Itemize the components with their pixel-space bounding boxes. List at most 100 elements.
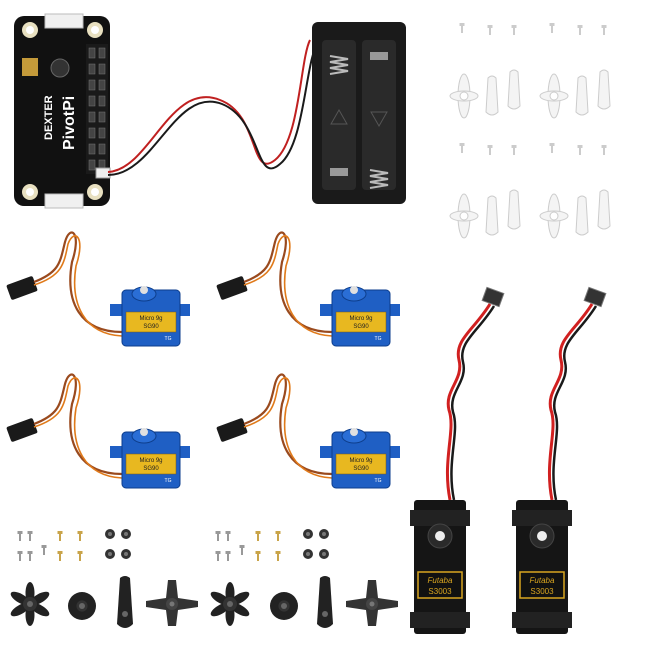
power-connector <box>95 167 111 179</box>
servo-label-model: Micro 9g <box>349 458 372 464</box>
servo-body <box>516 500 568 634</box>
servo-connector <box>481 286 505 308</box>
servo-shaft <box>140 286 148 294</box>
white-single-arm-horn <box>597 189 611 230</box>
screw <box>277 554 279 561</box>
battery-arrow-icon <box>370 111 388 128</box>
servo-label-brand: TG <box>165 336 172 342</box>
servo-shaft <box>350 286 358 294</box>
servo-mount-tab <box>410 612 470 628</box>
cross-horn <box>146 580 198 626</box>
screw <box>487 145 493 148</box>
star-horn <box>210 582 250 626</box>
white-double-arm-horn <box>449 73 479 119</box>
screw <box>601 145 607 148</box>
servo-connector <box>583 286 607 308</box>
screw <box>17 551 23 554</box>
servo-label-model: Micro 9g <box>349 316 372 322</box>
servo-body <box>414 500 466 634</box>
screw <box>59 554 61 561</box>
servo-shaft <box>350 428 358 436</box>
screw <box>255 531 261 534</box>
servo-connector <box>6 276 38 300</box>
screw <box>551 146 553 153</box>
screw <box>579 28 581 35</box>
screw <box>43 548 45 555</box>
servo-connector <box>6 418 38 442</box>
servo-label-brand: TG <box>165 478 172 484</box>
screw <box>215 531 221 534</box>
servo-brand-text: Futaba <box>530 576 555 585</box>
bar-horn <box>317 576 333 628</box>
battery-terminal <box>330 168 348 176</box>
servo-wire <box>33 373 123 476</box>
servo-label-code: SG90 <box>353 324 369 330</box>
screw <box>227 554 229 561</box>
screw <box>77 551 83 554</box>
screw <box>577 145 583 148</box>
screw <box>603 148 605 155</box>
servo-wire <box>450 305 496 501</box>
screw <box>255 551 261 554</box>
screw <box>27 531 33 534</box>
screw <box>29 554 31 561</box>
white-single-arm-horn <box>485 75 499 116</box>
white-single-arm-horn <box>575 75 589 116</box>
header-pin <box>88 159 96 171</box>
screw <box>601 25 607 28</box>
screw <box>241 548 243 555</box>
screw <box>577 25 583 28</box>
screw <box>59 534 61 541</box>
servo-shaft <box>537 531 547 541</box>
screw <box>579 148 581 155</box>
screw <box>217 534 219 541</box>
header-pin <box>88 47 96 59</box>
servo-label-plate <box>519 571 565 599</box>
white-double-arm-horn <box>539 193 569 239</box>
header-pin <box>98 95 106 107</box>
screw <box>225 551 231 554</box>
screw <box>487 25 493 28</box>
screw <box>275 531 281 534</box>
servo-label-model: Micro 9g <box>139 316 162 322</box>
header-pin <box>88 79 96 91</box>
screw <box>57 531 63 534</box>
screw <box>459 23 465 26</box>
servo-label-code: SG90 <box>143 324 159 330</box>
header-pin <box>98 79 106 91</box>
screw <box>461 146 463 153</box>
screw <box>459 143 465 146</box>
servo-connector <box>216 418 248 442</box>
screw <box>257 534 259 541</box>
star-horn <box>10 582 50 626</box>
white-single-arm-horn <box>575 195 589 236</box>
servo-sticker <box>335 453 387 475</box>
servo-label-brand: TG <box>375 478 382 484</box>
servo-model-text: S3003 <box>530 587 554 596</box>
servo-brand-text: Futaba <box>428 576 453 585</box>
disc-horn <box>68 592 96 620</box>
screw <box>603 28 605 35</box>
screw <box>215 551 221 554</box>
header-pin <box>98 127 106 139</box>
servo-label-code: SG90 <box>353 466 369 472</box>
servo-label-model: Micro 9g <box>139 458 162 464</box>
servo-mount-tab <box>512 612 572 628</box>
header-pin <box>88 63 96 75</box>
screw <box>513 148 515 155</box>
white-double-arm-horn <box>449 193 479 239</box>
servo-wire <box>243 231 333 334</box>
screw <box>225 531 231 534</box>
screw <box>217 554 219 561</box>
screw <box>19 554 21 561</box>
servo-wire <box>33 235 123 337</box>
servo-sticker <box>335 311 387 333</box>
